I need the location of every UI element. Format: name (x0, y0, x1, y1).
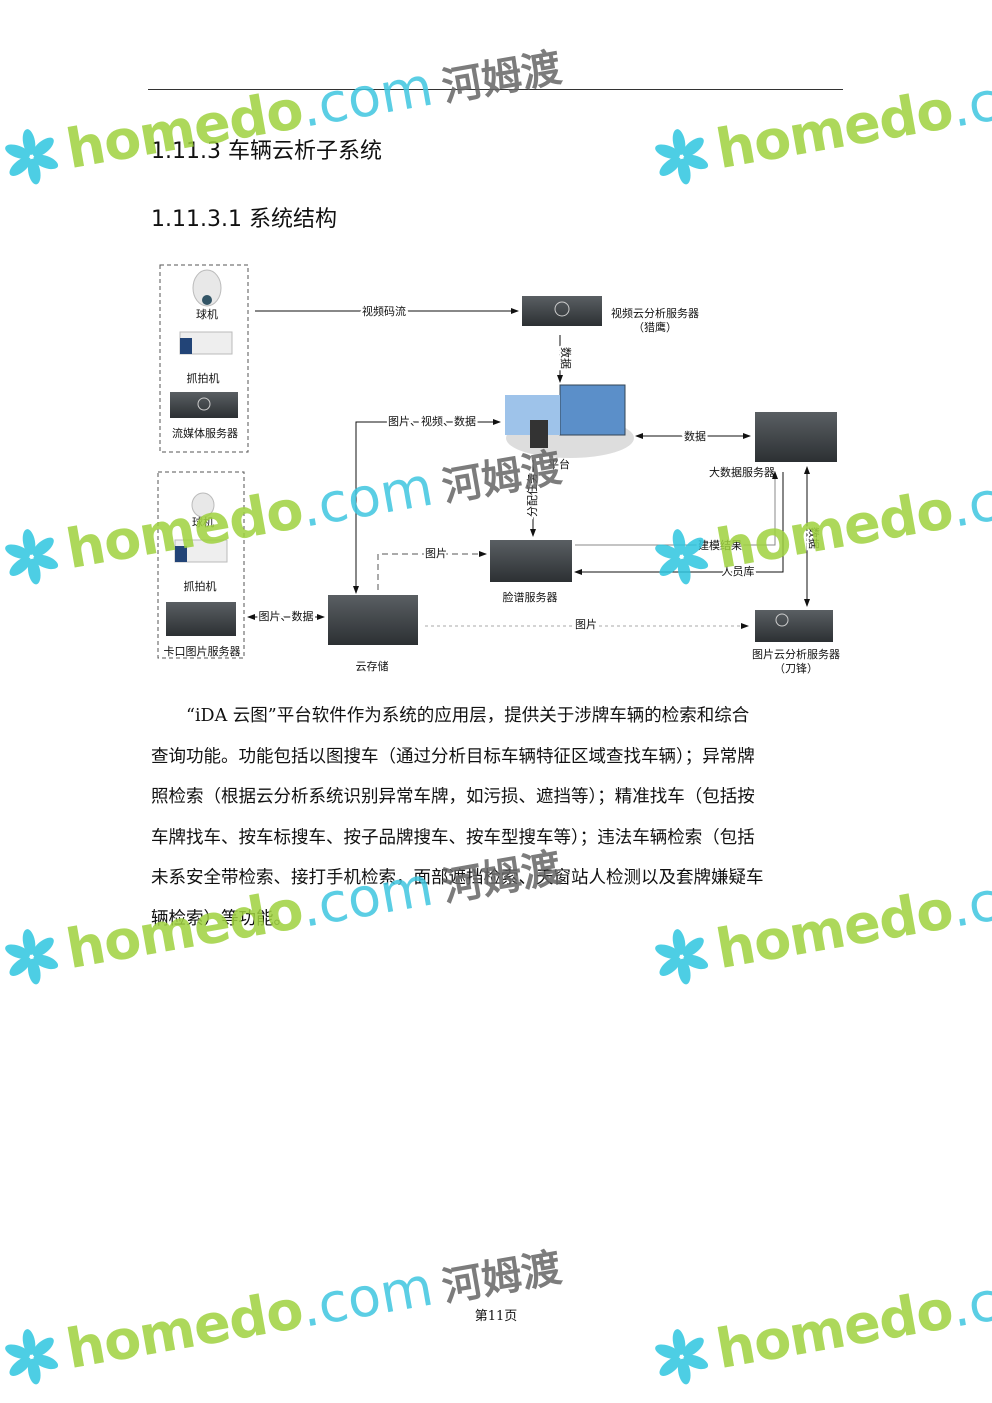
bigdata-server-icon (755, 412, 837, 462)
paragraph-line: 查询功能。功能包括以图搜车（通过分析目标车辆特征区域查找车辆）；异常牌 (151, 746, 755, 767)
face-server-label: 脸谱服务器 (503, 590, 558, 604)
platform-label: 平台 (548, 457, 570, 471)
edge-label: 建模结果 (698, 538, 742, 552)
paragraph-line: 照检索（根据云分析系统识别异常车牌，如污损、遮挡等）；精准找车（包括按 (151, 787, 755, 807)
device-label: 球机 (192, 515, 214, 529)
flower-logo-icon (647, 122, 717, 192)
edge-label: 人员库 (722, 565, 755, 578)
system-architecture-diagram: 球机 抓拍机 流媒体服务器 球机 抓拍机 卡口图片服务器 视频云分析服务器 （猎… (157, 264, 840, 675)
bigdata-server-label: 大数据服务器 (709, 465, 775, 479)
device-group-2 (157, 471, 245, 659)
device-label: 抓拍机 (187, 371, 220, 385)
device-label: 流媒体服务器 (172, 426, 238, 440)
video-analysis-server-icon (522, 296, 602, 326)
paragraph-line: 未系安全带检索、接打手机检索，面部遮挡检索、天窗站人检测以及套牌嫌疑车 (151, 868, 764, 888)
flower-logo-icon (0, 1322, 66, 1392)
device-label: 抓拍机 (184, 579, 217, 593)
edge-label: 分配任务 (526, 473, 539, 517)
video-server-label: 视频云分析服务器 (611, 306, 699, 320)
cloud-storage-label: 云存储 (356, 659, 389, 673)
edge-label: 图片、视频、数据 (388, 414, 476, 428)
dome-camera-icon (191, 492, 215, 518)
edge-label: 数据 (559, 347, 573, 369)
flower-logo-icon (0, 122, 66, 192)
paragraph-line: “iDA 云图”平台软件作为系统的应用层，提供关于涉牌车辆的检索和综合 (186, 706, 750, 726)
page-number: 第11页 (474, 1309, 518, 1324)
flower-logo-icon (0, 922, 66, 992)
subsection-heading: 1.11.3.1 系统结构 (151, 207, 337, 232)
watermark: homedo.com (647, 55, 992, 193)
paragraph-line: 车牌找车、按车标搜车、按子品牌搜车、按车型搜车等）；违法车辆检索（包括 (151, 827, 755, 848)
image-analysis-server-icon (755, 610, 833, 642)
edge-label: 数据 (684, 429, 706, 443)
media-server-icon (170, 392, 238, 418)
edge-label: 视频码流 (362, 304, 406, 318)
checkpoint-server-icon (166, 602, 236, 636)
paragraph-line: 辆检索）等功能。 (151, 908, 291, 929)
platform-icon (505, 384, 634, 458)
image-server-label: 图片云分析服务器 (752, 647, 840, 661)
device-label: 球机 (196, 307, 218, 321)
image-server-sublabel: （刀锋） (774, 662, 818, 675)
cloud-storage-icon (328, 595, 418, 645)
device-group-1 (159, 264, 249, 453)
edge-label: 图片 (575, 618, 597, 631)
video-server-sublabel: （猎鹰） (633, 320, 677, 334)
capture-camera-icon (174, 539, 228, 563)
edge-label: 数据 (807, 527, 821, 549)
dome-camera-icon (192, 269, 222, 307)
flower-logo-icon (647, 1322, 717, 1392)
face-server-icon (490, 540, 572, 582)
header-rule (148, 89, 843, 90)
edge-label: 图片 (425, 547, 447, 560)
body-paragraph: “iDA 云图”平台软件作为系统的应用层，提供关于涉牌车辆的检索和综合 查询功能… (151, 696, 843, 939)
device-label: 卡口图片服务器 (164, 645, 241, 658)
capture-camera-icon (179, 331, 233, 355)
edge-label: 图片、数据 (259, 609, 314, 623)
section-heading: 1.11.3 车辆云析子系统 (151, 139, 382, 164)
flower-logo-icon (0, 522, 66, 592)
